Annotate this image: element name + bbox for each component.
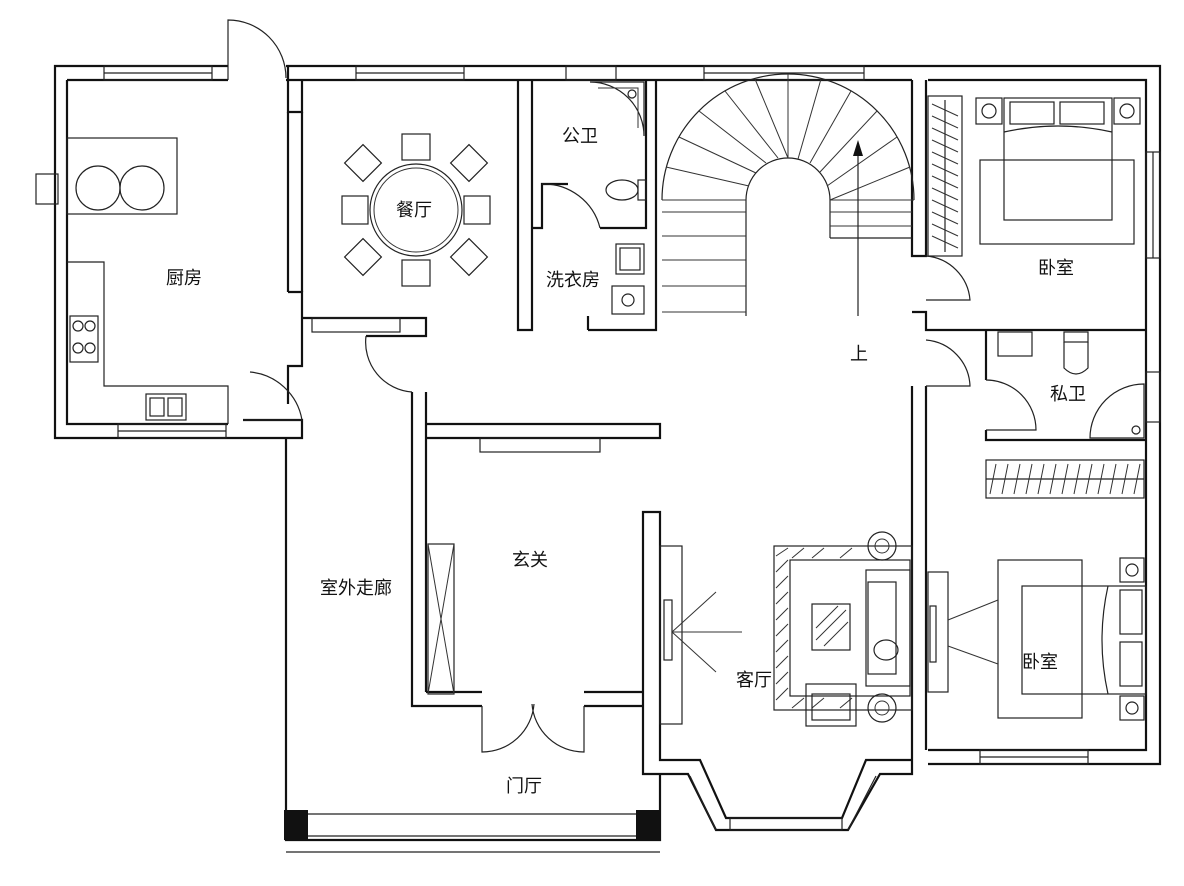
- kitchen-fixtures: [66, 137, 229, 424]
- spiral-stair: [661, 73, 915, 316]
- interior-walls: [286, 66, 1146, 750]
- entry-wardrobe: [427, 543, 455, 695]
- lower-bedroom-fixtures: [927, 557, 1147, 721]
- label-private-wc: 私卫: [1050, 384, 1086, 405]
- label-kitchen: 厨房: [166, 268, 202, 289]
- private-wc-fixtures: [985, 331, 1145, 499]
- room-labels: 厨房 餐厅 公卫 洗衣房 卧室 私卫 卧室 玄关 室外走廊 客厅 门厅 上: [166, 126, 1086, 797]
- label-foyer: 门厅: [506, 776, 542, 797]
- upper-bedroom-fixtures: [927, 95, 1141, 257]
- wc-fixtures: [589, 81, 647, 315]
- label-laundry: 洗衣房: [546, 270, 600, 291]
- label-entry: 玄关: [512, 550, 548, 571]
- living-fixtures: [659, 531, 913, 727]
- doors: [227, 19, 1037, 753]
- label-bedroom-upper: 卧室: [1038, 258, 1074, 279]
- outer-walls: [53, 64, 1162, 853]
- label-living: 客厅: [736, 670, 772, 691]
- label-public-wc: 公卫: [562, 126, 598, 147]
- label-bedroom-lower: 卧室: [1022, 652, 1058, 673]
- label-dining: 餐厅: [396, 200, 432, 221]
- label-stair-up: 上: [850, 344, 868, 365]
- dining-table: [341, 133, 491, 287]
- windows: [35, 65, 1161, 831]
- label-corridor: 室外走廊: [320, 578, 392, 599]
